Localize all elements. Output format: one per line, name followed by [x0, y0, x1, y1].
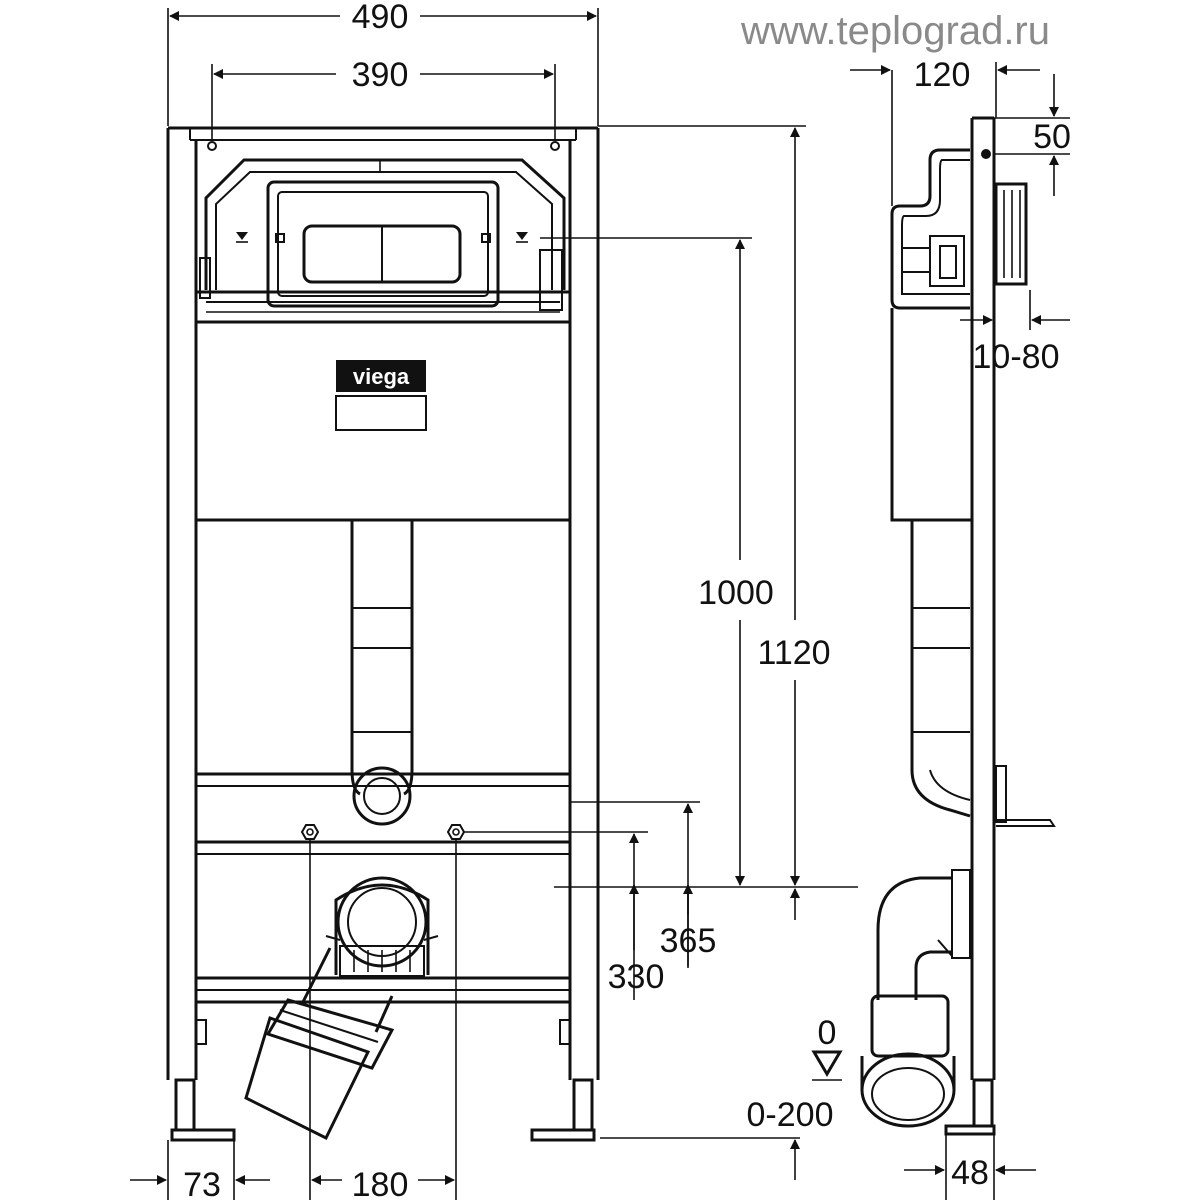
dim-total-height: 1120 — [757, 634, 830, 672]
dim-adjust-range: 10-80 — [973, 338, 1060, 376]
dim-floor-zero: 0 — [818, 1014, 837, 1052]
dim-flush-height: 1000 — [698, 574, 774, 612]
front-view: viega — [166, 126, 600, 1142]
dim-bolt-height-low: 330 — [608, 958, 665, 996]
side-view — [860, 116, 1056, 1136]
svg-text:viega: viega — [353, 364, 410, 389]
dim-leg-range: 0-200 — [747, 1096, 834, 1134]
dim-leg-offset: 73 — [183, 1166, 221, 1200]
dim-top-offset: 50 — [1033, 118, 1071, 156]
dim-depth: 120 — [914, 56, 971, 94]
dim-mount-holes: 390 — [352, 56, 409, 94]
dimension-lines — [130, 8, 1070, 1200]
dim-frame-width: 490 — [352, 0, 409, 36]
dim-bolt-height-high: 365 — [660, 922, 717, 960]
watermark: www.teplograd.ru — [740, 9, 1050, 53]
viega-logo: viega — [335, 360, 427, 431]
dim-side-leg: 48 — [951, 1154, 989, 1192]
dim-bolt-spacing: 180 — [352, 1166, 409, 1200]
